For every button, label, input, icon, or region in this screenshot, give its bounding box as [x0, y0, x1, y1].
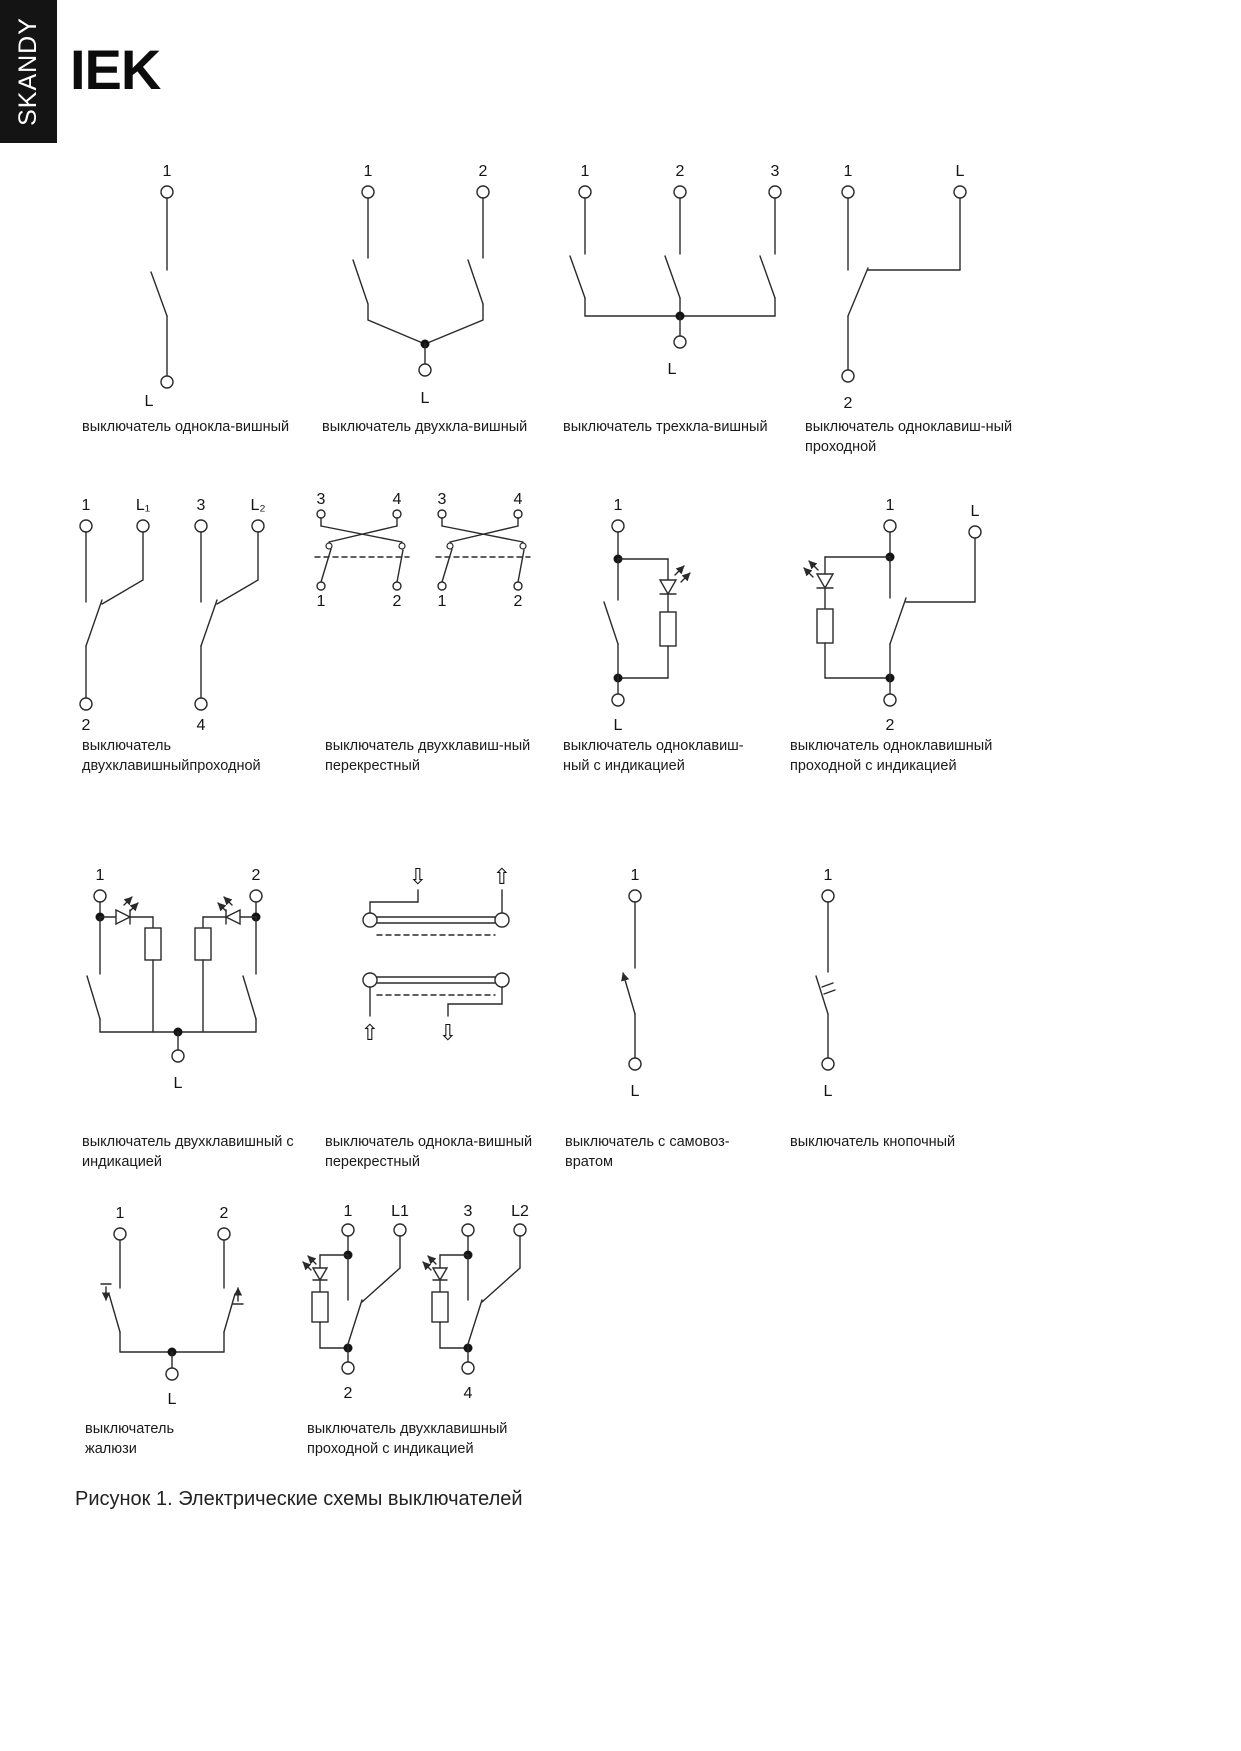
terminal-label: 2 — [344, 1385, 353, 1402]
terminal-label: 1 — [581, 163, 590, 180]
terminal-label: 2 — [82, 717, 91, 734]
terminal-label: L — [668, 361, 677, 378]
diagram-label: выключатель двухкла-вишный — [322, 419, 528, 435]
diagram-self-return-switch: 1 L — [621, 867, 642, 1100]
diagram-label: выключатель однокла-вишный перекрестный — [325, 1134, 533, 1170]
terminal-label: 1 — [631, 867, 640, 884]
terminal-label: 4 — [514, 491, 523, 508]
terminal-label: L — [956, 163, 965, 180]
brand-strip: SKANDY — [0, 0, 57, 143]
circuit-graphics — [841, 185, 967, 383]
terminal-label: 1 — [824, 867, 833, 884]
diagram-two-gang-pass-through-indicator: 1 L1 2 3 L2 4 — [302, 1203, 529, 1402]
diagram-blinds-switch: 1 2 L — [100, 1205, 244, 1408]
diagram-label: выключатель одноклавиш-ный проходной — [805, 419, 1013, 455]
terminal-label: L — [971, 503, 980, 520]
terminal-label: L — [631, 1083, 640, 1100]
terminal-label: L — [421, 390, 430, 407]
brand-vertical-text: SKANDY — [14, 17, 42, 126]
diagram-label: выключатель кнопочный — [790, 1134, 956, 1150]
terminal-label: 4 — [464, 1385, 473, 1402]
terminal-label: L — [145, 393, 154, 410]
diagram-label: выключатель двухклавишный проходной с ин… — [307, 1421, 508, 1457]
terminal-label: 3 — [197, 497, 206, 514]
diagram-three-gang-switch: 1 2 3 L — [569, 163, 782, 378]
terminal-label: 2 — [479, 163, 488, 180]
diagram-single-gang-switch: 1 L — [145, 163, 174, 410]
diagram-one-gang-pass-through-indicator: 1 L 2 — [803, 497, 982, 734]
terminal-label: 1 — [614, 497, 623, 514]
diagram-label: выключатель двухклавишный с индикацией — [82, 1134, 294, 1170]
terminal-label: L — [824, 1083, 833, 1100]
figure-caption: Рисунок 1. Электрические схемы выключате… — [75, 1488, 523, 1510]
circuit-graphics — [603, 519, 691, 707]
diagram-label: выключатель одноклавишный проходной с ин… — [790, 738, 993, 774]
terminal-label: L — [168, 1391, 177, 1408]
circuit-graphics — [621, 889, 642, 1071]
arrow-down-icon: ⇩ — [409, 865, 427, 890]
terminal-label: 1 — [82, 497, 91, 514]
circuit-graphics — [352, 185, 490, 377]
circuit-graphics — [150, 185, 174, 389]
terminal-label: 2 — [393, 593, 402, 610]
circuit-graphics — [815, 889, 836, 1071]
arrow-up-icon: ⇧ — [493, 865, 511, 890]
diagram-label: выключатель однокла-вишный — [82, 419, 290, 435]
terminal-label: 4 — [393, 491, 402, 508]
terminal-label: 2 — [252, 867, 261, 884]
iek-logo: IEK — [70, 38, 161, 101]
circuit-graphics — [569, 185, 782, 349]
diagram-label: выключатель одноклавиш- ный с индикацией — [563, 738, 744, 774]
terminal-label: 2 — [514, 593, 523, 610]
terminal-label: 2 — [676, 163, 685, 180]
diagram-push-button-switch: 1 L — [815, 867, 836, 1100]
terminal-label: 3 — [438, 491, 447, 508]
terminal-label: L2 — [511, 1203, 529, 1220]
arrow-up-icon: ⇧ — [361, 1021, 379, 1046]
circuit-graphics — [362, 889, 510, 1017]
circuit-graphics — [302, 1223, 527, 1375]
diagram-one-gang-pass-through: 1 L 2 — [841, 163, 967, 412]
terminal-label: 1 — [364, 163, 373, 180]
terminal-label: 1 — [116, 1205, 125, 1222]
terminal-label: L1 — [391, 1203, 409, 1220]
diagram-one-gang-crossover: ⇩ ⇧ ⇧ ⇩ — [361, 865, 511, 1046]
arrow-down-icon: ⇩ — [439, 1021, 457, 1046]
terminal-label: 1 — [96, 867, 105, 884]
diagram-two-gang-pass-through: 1 L₁ 2 3 L₂ 4 — [79, 497, 266, 734]
diagram-two-gang-switch: 1 2 L — [352, 163, 490, 407]
terminal-label: 1 — [317, 593, 326, 610]
terminal-label: 1 — [163, 163, 172, 180]
terminal-label: 1 — [344, 1203, 353, 1220]
terminal-label: 2 — [844, 395, 853, 412]
diagram-label: выключатель двухклавиш-ный перекрестный — [325, 738, 531, 774]
terminal-label: L — [614, 717, 623, 734]
terminal-label: 2 — [220, 1205, 229, 1222]
diagram-label: выключатель с самовоз- вратом — [565, 1134, 730, 1170]
terminal-label: L — [174, 1075, 183, 1092]
diagram-label: выключатель двухклавишныйпроходной — [82, 738, 261, 774]
circuit-graphics — [314, 509, 531, 591]
circuit-graphics — [803, 519, 982, 707]
diagram-two-gang-crossover: 3 4 1 2 3 4 1 2 — [314, 491, 531, 610]
terminal-label: 1 — [844, 163, 853, 180]
terminal-label: 2 — [886, 717, 895, 734]
terminal-label: 1 — [886, 497, 895, 514]
terminal-label: L₁ — [136, 497, 150, 514]
terminal-label: 3 — [464, 1203, 473, 1220]
terminal-label: 3 — [317, 491, 326, 508]
diagram-label: выключатель жалюзи — [85, 1421, 175, 1457]
terminal-label: L₂ — [250, 497, 265, 514]
terminal-label: 3 — [771, 163, 780, 180]
diagram-two-gang-indicator: 1 2 L — [86, 867, 263, 1092]
circuit-graphics — [86, 889, 263, 1063]
diagram-one-gang-indicator: 1 L — [603, 497, 691, 734]
circuit-graphics — [100, 1227, 244, 1381]
terminal-label: 1 — [438, 593, 447, 610]
circuit-graphics — [79, 519, 265, 711]
terminal-label: 4 — [197, 717, 206, 734]
diagram-label: выключатель трехкла-вишный — [563, 419, 768, 435]
